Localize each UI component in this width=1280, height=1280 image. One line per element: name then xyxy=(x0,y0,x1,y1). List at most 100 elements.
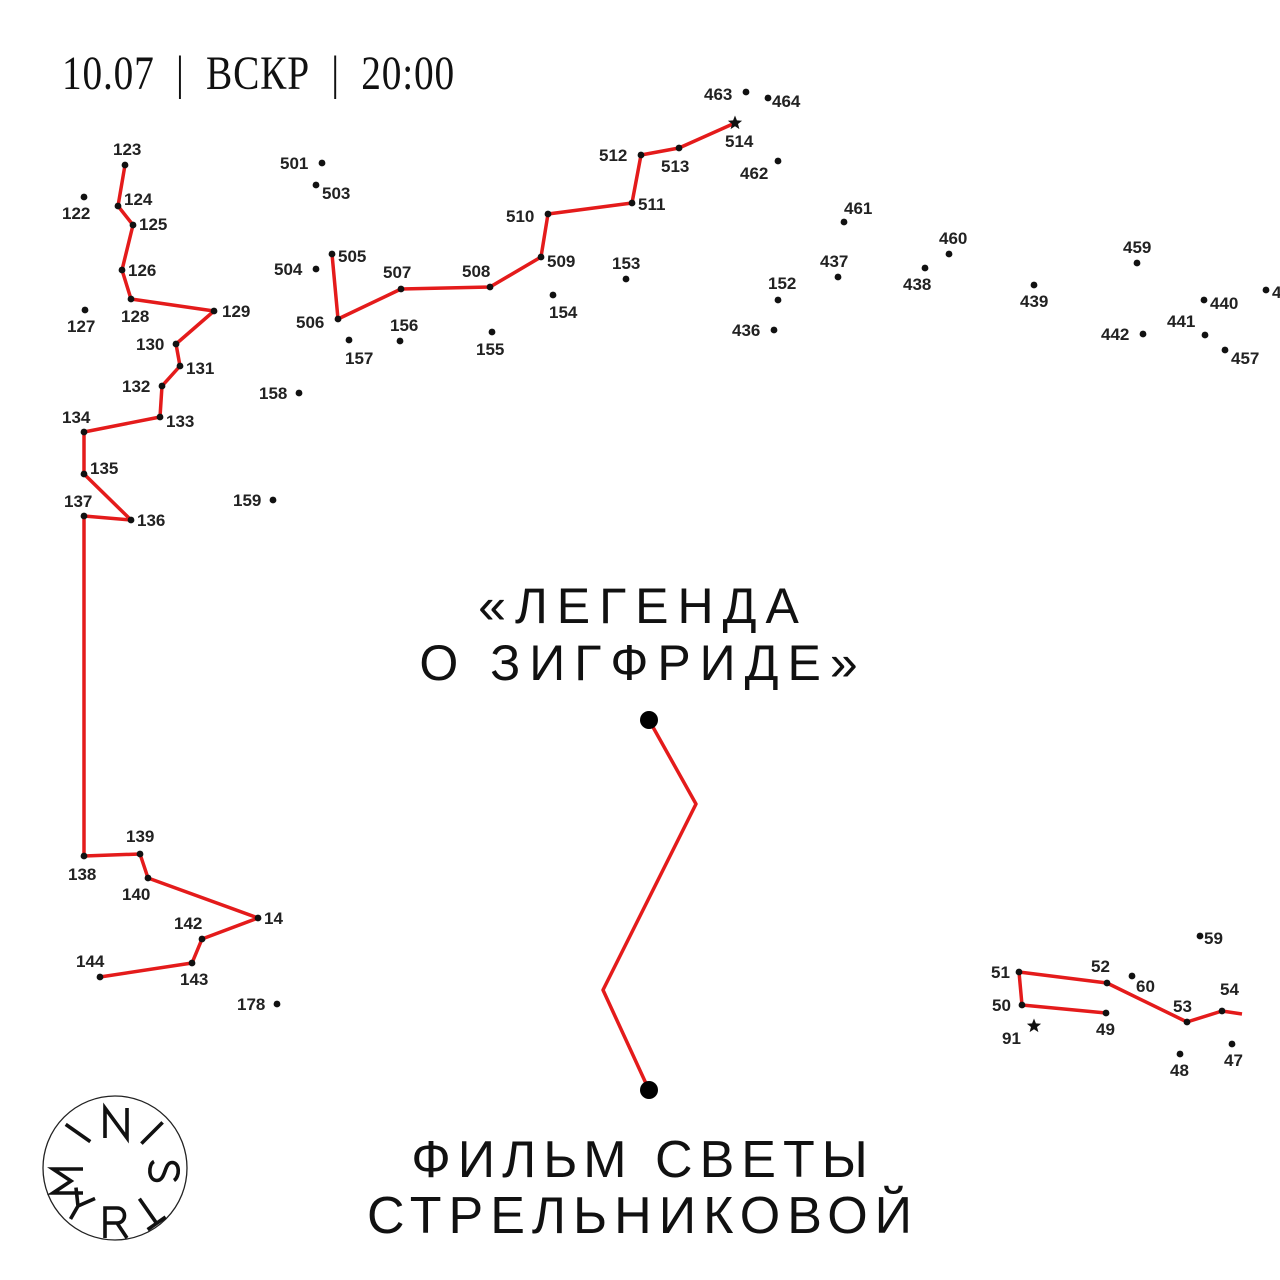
logo-letter xyxy=(68,1187,96,1220)
dot xyxy=(158,382,166,390)
event-time: 20:00 xyxy=(361,47,456,100)
dot-label: 438 xyxy=(903,275,931,294)
dot xyxy=(396,337,404,345)
star-marker xyxy=(1026,1018,1042,1033)
dot xyxy=(176,362,184,370)
connector-endpoint xyxy=(640,711,658,729)
dot-label: 436 xyxy=(732,321,760,340)
dot-label: 509 xyxy=(547,252,575,271)
dot-label: 50 xyxy=(992,996,1011,1015)
dot xyxy=(1176,1050,1184,1058)
dot-label: 52 xyxy=(1091,957,1110,976)
center-connector-line xyxy=(601,719,698,1091)
dot xyxy=(774,157,782,165)
dot-label: 503 xyxy=(322,184,350,203)
dot-label: 135 xyxy=(90,459,118,478)
dot-label: 133 xyxy=(166,412,194,431)
dot xyxy=(921,264,929,272)
dot-label: 48 xyxy=(1170,1061,1189,1080)
dot xyxy=(118,266,126,274)
dot xyxy=(1183,1018,1191,1026)
star-marker xyxy=(727,115,743,130)
dot-label: 137 xyxy=(64,492,92,511)
dot-label: 506 xyxy=(296,313,324,332)
dot-label: 442 xyxy=(1101,325,1129,344)
dot-label: 130 xyxy=(136,335,164,354)
dot xyxy=(198,935,206,943)
dot-label: 156 xyxy=(390,316,418,335)
connected-line-bottom-right xyxy=(1017,970,1243,1024)
dot xyxy=(1200,296,1208,304)
dot-label: 125 xyxy=(139,215,167,234)
dot xyxy=(127,295,135,303)
dot xyxy=(1139,330,1147,338)
connected-line-left xyxy=(82,164,260,979)
film-title-line1: «ЛЕГЕНДА xyxy=(478,578,808,634)
dot-label: 159 xyxy=(233,491,261,510)
subtitle-line2: СТРЕЛЬНИКОВОЙ xyxy=(366,1187,920,1245)
dot-label: 122 xyxy=(62,204,90,223)
dot xyxy=(764,94,772,102)
dot-label: 134 xyxy=(62,408,91,427)
separator: | xyxy=(331,47,340,100)
dot xyxy=(834,273,842,281)
dot xyxy=(312,265,320,273)
dot xyxy=(273,1000,281,1008)
film-title-line2: О ЗИГФРИДЕ» xyxy=(419,635,867,691)
dot-label: 507 xyxy=(383,263,411,282)
dot-label: 140 xyxy=(122,885,150,904)
dot-label: 60 xyxy=(1136,977,1155,996)
event-day: ВСКР xyxy=(205,47,310,100)
dot xyxy=(345,336,353,344)
dot-label: 441 xyxy=(1167,312,1195,331)
connected-line-top xyxy=(330,121,736,321)
dot xyxy=(742,88,750,96)
dot xyxy=(328,250,336,258)
dot-label: 127 xyxy=(67,317,95,336)
dot-label: 91 xyxy=(1002,1029,1021,1048)
dot-label: 514 xyxy=(725,132,754,151)
dot-label: 142 xyxy=(174,914,202,933)
dot-label: 47 xyxy=(1224,1051,1243,1070)
dot-label: 501 xyxy=(280,154,308,173)
dot-label: 440 xyxy=(1210,294,1238,313)
dot xyxy=(334,315,342,323)
dot xyxy=(945,250,953,258)
dot-label: 457 xyxy=(1231,349,1259,368)
dot-label: 437 xyxy=(820,252,848,271)
dot xyxy=(210,307,218,315)
dot xyxy=(537,253,545,261)
dot xyxy=(774,296,782,304)
logo-letter xyxy=(47,1167,83,1195)
dot-label: 158 xyxy=(259,384,287,403)
dot-label: 439 xyxy=(1020,292,1048,311)
dot-label: 139 xyxy=(126,827,154,846)
dot-label: 49 xyxy=(1096,1020,1115,1039)
dot xyxy=(156,413,164,421)
dot-label: 511 xyxy=(638,195,665,214)
dot xyxy=(840,218,848,226)
dot xyxy=(1196,932,1204,940)
dot-label: 144 xyxy=(76,952,105,971)
dot-label: 131 xyxy=(186,359,214,378)
dot xyxy=(96,973,104,981)
dot-label: 155 xyxy=(476,340,504,359)
dot-label: 54 xyxy=(1220,980,1239,999)
dot xyxy=(1218,1007,1226,1015)
dot xyxy=(254,914,262,922)
film-subtitle: ФИЛЬМ СВЕТЫ СТРЕЛЬНИКОВОЙ xyxy=(0,1132,1280,1244)
logo-letter xyxy=(103,1206,129,1239)
dot-label: 512 xyxy=(599,146,627,165)
dot xyxy=(80,193,88,201)
dot-label: 513 xyxy=(661,157,689,176)
dot xyxy=(295,389,303,397)
dot-label: 153 xyxy=(612,254,640,273)
dot-label: 123 xyxy=(113,140,141,159)
dot-label: 463 xyxy=(704,85,732,104)
dot-label: 505 xyxy=(338,247,366,266)
dot xyxy=(1228,1040,1236,1048)
dot-label: 152 xyxy=(768,274,796,293)
dot-label: 4 xyxy=(1272,283,1280,302)
dot-label: 129 xyxy=(222,302,250,321)
